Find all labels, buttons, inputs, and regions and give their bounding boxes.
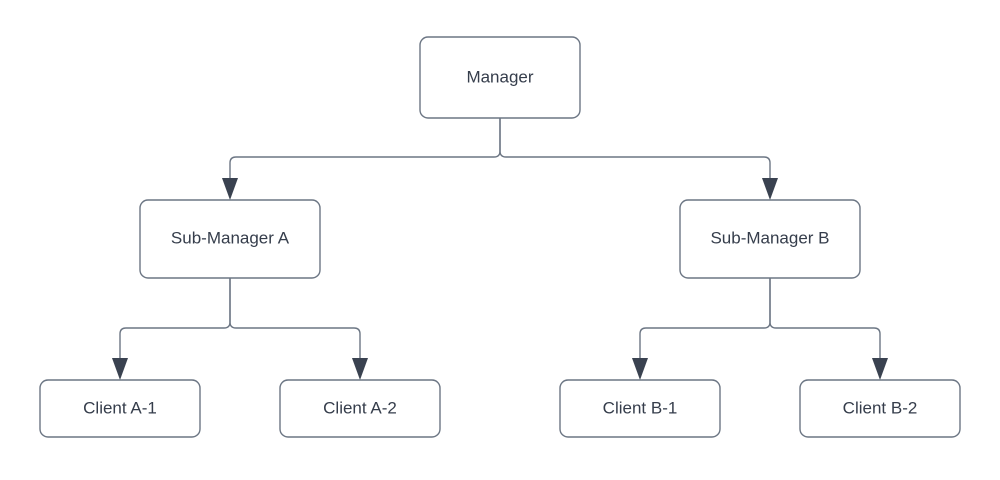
- node-client-b-2-box[interactable]: [799, 379, 961, 438]
- arrowhead-client-a-2: [352, 358, 368, 380]
- edge-manager-to-sub-manager-b: [499, 118, 771, 182]
- node-client-a-1[interactable]: Client A-1: [39, 379, 201, 438]
- edge-manager-to-sub-manager-a: [229, 118, 501, 182]
- arrowhead-client-b-1: [632, 358, 648, 380]
- node-client-b-1-label: Client B-1: [603, 398, 678, 417]
- node-client-b-2-label: Client B-2: [843, 398, 918, 417]
- node-sub-manager-b-box[interactable]: [679, 199, 861, 279]
- edge-sub-manager-b-to-client-b-1: [639, 278, 771, 362]
- edge-sub-manager-a-to-client-a-2: [229, 278, 361, 362]
- node-client-a-2-label: Client A-2: [323, 398, 397, 417]
- node-client-a-1-box[interactable]: [39, 379, 201, 438]
- edge-group: [112, 118, 888, 380]
- node-manager[interactable]: Manager: [419, 36, 581, 119]
- arrowhead-sub-manager-b: [762, 178, 778, 200]
- node-manager-box[interactable]: [419, 36, 581, 119]
- arrowhead-sub-manager-a: [222, 178, 238, 200]
- arrowhead-client-a-1: [112, 358, 128, 380]
- node-client-a-1-label: Client A-1: [83, 398, 157, 417]
- node-client-b-1-box[interactable]: [559, 379, 721, 438]
- edge-sub-manager-b-to-client-b-2: [769, 278, 881, 362]
- node-client-a-2-box[interactable]: [279, 379, 441, 438]
- node-client-b-2[interactable]: Client B-2: [799, 379, 961, 438]
- arrowhead-client-b-2: [872, 358, 888, 380]
- node-client-b-1[interactable]: Client B-1: [559, 379, 721, 438]
- node-sub-manager-b[interactable]: Sub-Manager B: [679, 199, 861, 279]
- node-sub-manager-a-label: Sub-Manager A: [171, 228, 290, 247]
- node-manager-label: Manager: [466, 67, 533, 86]
- node-sub-manager-b-label: Sub-Manager B: [710, 228, 829, 247]
- node-sub-manager-a[interactable]: Sub-Manager A: [139, 199, 321, 279]
- node-sub-manager-a-box[interactable]: [139, 199, 321, 279]
- edge-sub-manager-a-to-client-a-1: [119, 278, 231, 362]
- node-client-a-2[interactable]: Client A-2: [279, 379, 441, 438]
